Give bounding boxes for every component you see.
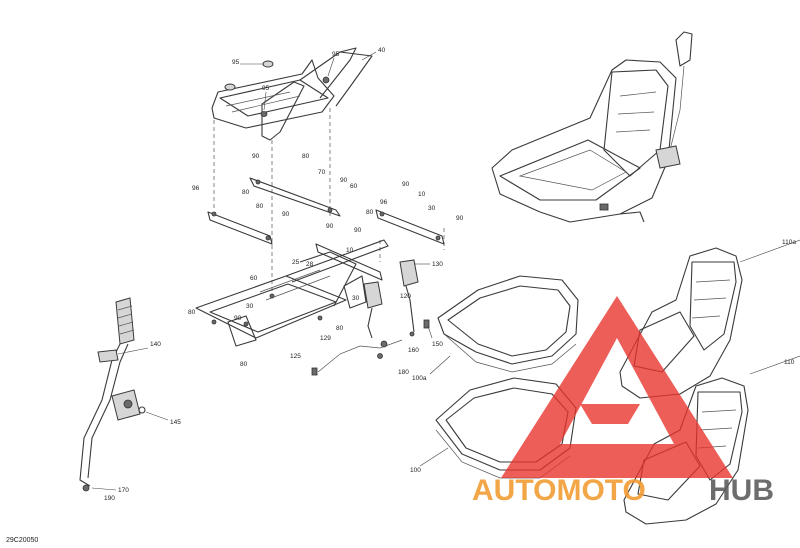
callout-25: 25 [292, 259, 300, 266]
callout-150: 150 [432, 341, 443, 348]
callout-90b: 90 [340, 177, 348, 184]
callout-160: 160 [408, 347, 419, 354]
watermark-brand-part-2: HUB [709, 474, 774, 507]
callout-30a: 30 [428, 205, 436, 212]
callout-130: 130 [432, 261, 443, 268]
callout-100: 100 [410, 467, 421, 474]
seat-cushion-100a [437, 275, 579, 373]
callout-120: 120 [400, 293, 411, 300]
callout-95a: 95 [232, 59, 240, 66]
callout-40: 40 [378, 47, 386, 54]
callout-80c: 80 [256, 203, 264, 210]
shoulder-harness [79, 297, 146, 492]
callout-96b: 96 [380, 199, 388, 206]
callout-90d: 90 [282, 211, 290, 218]
callout-140: 140 [150, 341, 161, 348]
callout-110: 110 [784, 359, 795, 366]
callout-30c: 30 [352, 295, 360, 302]
callout-125: 125 [290, 353, 301, 360]
callout-80d: 80 [366, 209, 374, 216]
callout-30b: 30 [246, 303, 254, 310]
callout-170: 170 [118, 487, 129, 494]
alignment-lines [213, 108, 445, 300]
callout-90g: 90 [326, 223, 334, 230]
callout-80f: 80 [336, 325, 344, 332]
callout-10b: 10 [346, 247, 354, 254]
callout-90c: 90 [402, 181, 410, 188]
seat-belt-buckle [311, 259, 430, 376]
watermark-brand-part-1: AUTOMOTO [472, 474, 646, 507]
seat-riser-frame [195, 239, 389, 347]
automotohub-watermark: AUTOMOTO HUB [472, 296, 774, 507]
seat-rails [207, 177, 445, 281]
callout-80b: 80 [242, 189, 250, 196]
callout-95c: 95 [262, 85, 270, 92]
callout-90f: 90 [354, 227, 362, 234]
callout-180: 180 [398, 369, 409, 376]
callout-leaders [91, 51, 800, 491]
callout-129: 129 [320, 335, 331, 342]
diagram-reference-code: 29C20050 [6, 537, 38, 544]
seat-base-frame [211, 47, 373, 141]
callout-labels: 95 95 95 40 90 80 70 90 60 96 80 90 80 9… [104, 47, 796, 502]
callout-90e: 90 [456, 215, 464, 222]
callout-80a: 80 [302, 153, 310, 160]
assembled-seat [491, 31, 693, 223]
callout-90a: 90 [252, 153, 260, 160]
callout-28: 28 [306, 261, 314, 268]
callout-96a: 96 [192, 185, 200, 192]
callout-10a: 10 [418, 191, 426, 198]
callout-70: 70 [318, 169, 326, 176]
callout-90h: 90 [234, 315, 242, 322]
callout-145: 145 [170, 419, 181, 426]
callout-60a: 60 [350, 183, 358, 190]
callout-110a: 110a [782, 239, 796, 246]
callout-100a: 100a [412, 375, 427, 382]
callout-60b: 60 [250, 275, 258, 282]
callout-190: 190 [104, 495, 115, 502]
watermark-triangle-logo [501, 296, 733, 478]
callout-80e: 80 [188, 309, 196, 316]
callout-95b: 95 [332, 51, 340, 58]
callout-80g: 80 [240, 361, 248, 368]
